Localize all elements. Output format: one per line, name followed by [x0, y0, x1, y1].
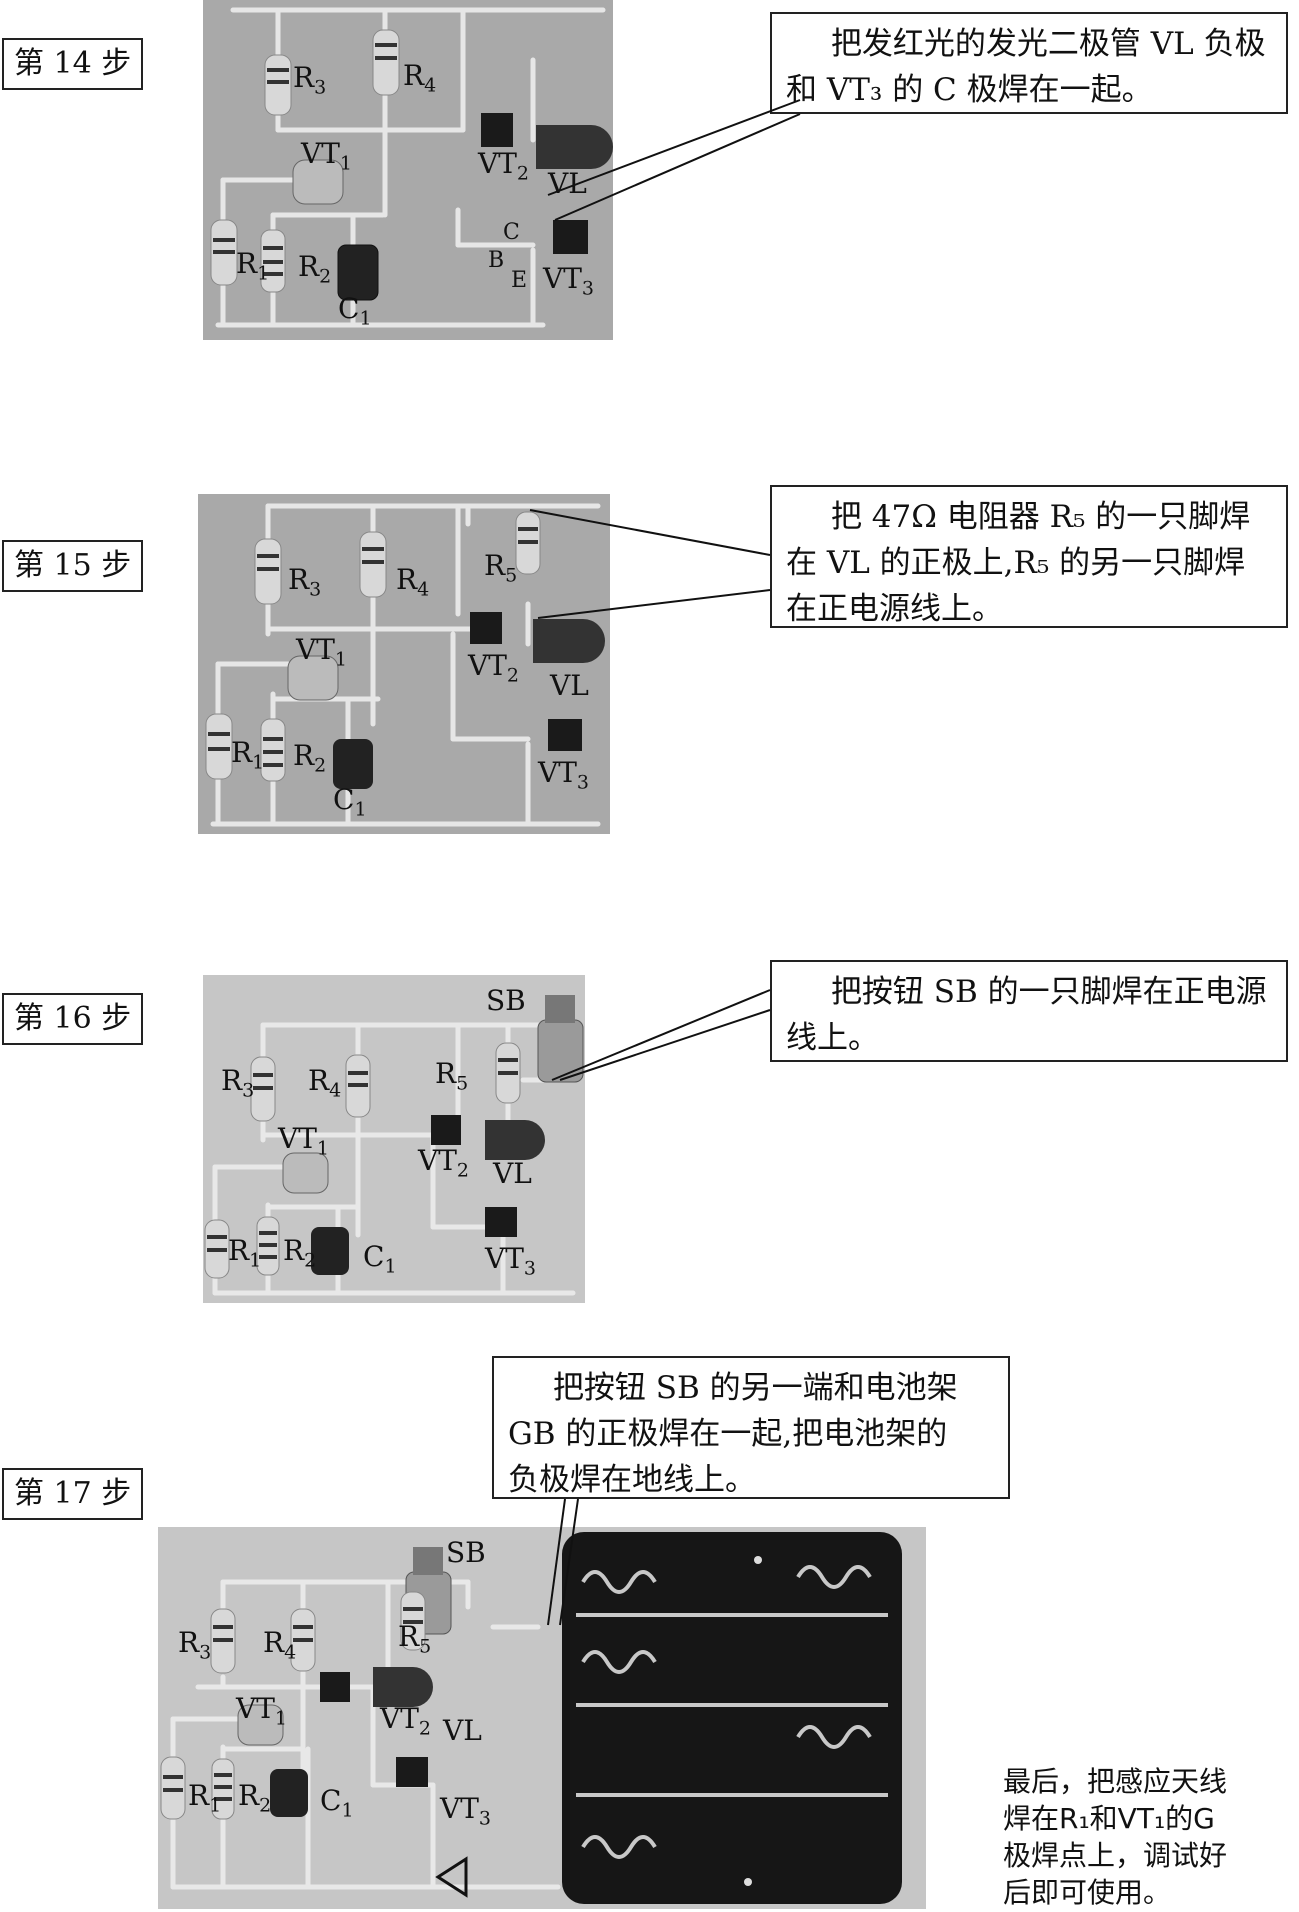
pin-e-label: E	[511, 268, 528, 293]
leader-line	[537, 589, 771, 619]
step-17-label: 第 17 步	[2, 1468, 144, 1520]
r2-label: R2	[298, 250, 332, 288]
step-14-photo: R3 R4 VT1 VT2 VL R1 R2 C1 C B E VT3	[203, 0, 613, 340]
r3-label: R3	[288, 563, 322, 601]
r3-label: R3	[293, 61, 327, 99]
callout-line: GB 的正极焊在一起,把电池架的	[508, 1415, 948, 1452]
r1-label: R1	[228, 1234, 262, 1272]
step-14-label: 第 14 步	[2, 38, 144, 90]
callout-line: 在正电源线上。	[786, 590, 1003, 627]
step-17-callout: 把按钮 SB 的另一端和电池架 GB 的正极焊在一起,把电池架的 负极焊在地线上…	[492, 1356, 1010, 1499]
final-note: 最后，把感应天线 焊在R₁和VT₁的G 极焊点上，调试好 后即可使用。	[1003, 1764, 1227, 1912]
pin-c-label: C	[503, 220, 520, 245]
callout-line: 在 VL 的正极上,R₅ 的另一只脚焊	[786, 544, 1246, 581]
pin-b-label: B	[488, 248, 505, 273]
vt1-label: VT1	[278, 1122, 329, 1160]
leader-line	[547, 99, 801, 196]
r5-label: R5	[435, 1057, 469, 1095]
callout-line: 线上。	[786, 1019, 879, 1056]
vt2-label: VT2	[418, 1144, 469, 1182]
r5-label: R5	[398, 1620, 432, 1658]
r1-label: R1	[188, 1779, 222, 1817]
step-16-label: 第 16 步	[2, 993, 144, 1045]
step-17-circuit-drawing	[160, 1532, 902, 1904]
vt3-label: VT3	[485, 1242, 536, 1280]
leader-line	[559, 1009, 771, 1081]
leader-line	[559, 1498, 579, 1626]
step-16-callout: 把按钮 SB 的一只脚焊在正电源 线上。	[770, 960, 1288, 1062]
c1-label: C1	[363, 1240, 397, 1278]
r4-label: R4	[308, 1064, 342, 1102]
callout-line: 和 VT₃ 的 C 极焊在一起。	[786, 71, 1153, 108]
vl-label: VL	[493, 1157, 532, 1190]
vt2-label: VT2	[478, 147, 529, 185]
final-note-line: 焊在R₁和VT₁的G	[1003, 1801, 1215, 1835]
callout-line: 把发红光的发光二极管 VL 负极	[830, 26, 1266, 62]
step-14-circuit-drawing	[210, 7, 613, 328]
r2-label: R2	[293, 739, 327, 777]
r2-label: R2	[283, 1234, 317, 1272]
c1-label: C1	[320, 1784, 354, 1822]
vt3-label: VT3	[538, 756, 589, 794]
leader-line	[554, 113, 801, 221]
r4-label: R4	[263, 1626, 297, 1664]
r1-label: R1	[236, 247, 270, 285]
r5-label: R5	[484, 549, 518, 587]
leader-line	[551, 989, 771, 1081]
leader-line	[547, 1498, 566, 1626]
final-note-line: 后即可使用。	[1003, 1875, 1172, 1909]
step-15-circuit-drawing	[205, 503, 605, 827]
vt1-label: VT1	[236, 1692, 287, 1730]
step-17-photo: SB R3 R4 R5 VT1 VT2 VL R1 R2 C1 VT3	[158, 1527, 926, 1909]
sb-label: SB	[486, 984, 526, 1017]
r3-label: R3	[178, 1626, 212, 1664]
final-note-line: 最后，把感应天线	[1003, 1765, 1228, 1798]
r3-label: R3	[221, 1064, 255, 1102]
step-15-label: 第 15 步	[2, 540, 144, 592]
r4-label: R4	[403, 59, 437, 97]
callout-line: 把按钮 SB 的一只脚焊在正电源	[830, 974, 1267, 1010]
step-15-photo: R3 R4 R5 VT1 VT2 VL R1 R2 C1 VT3	[198, 494, 610, 834]
callout-line: 把按钮 SB 的另一端和电池架	[552, 1370, 958, 1406]
final-note-line: 极焊点上，调试好	[1003, 1838, 1228, 1872]
vt1-label: VT1	[296, 633, 347, 671]
vt3-label: VT3	[543, 262, 594, 300]
leader-line	[529, 509, 771, 556]
sb-label: SB	[446, 1536, 486, 1569]
c1-label: C1	[338, 292, 372, 330]
step-16-photo: SB R3 R4 R5 VT1 VT2 VL R1 R2 C1 VT3	[203, 975, 585, 1303]
c1-label: C1	[333, 783, 367, 821]
callout-line: 把 47Ω 电阻器 R₅ 的一只脚焊	[830, 499, 1251, 535]
r4-label: R4	[396, 563, 430, 601]
r1-label: R1	[231, 736, 265, 774]
vt2-label: VT2	[468, 649, 519, 687]
vt3-label: VT3	[440, 1792, 491, 1830]
step-15-callout: 把 47Ω 电阻器 R₅ 的一只脚焊 在 VL 的正极上,R₅ 的另一只脚焊 在…	[770, 485, 1288, 628]
vt1-label: VT1	[301, 137, 352, 175]
callout-line: 负极焊在地线上。	[508, 1461, 756, 1498]
vt2-label: VT2	[380, 1702, 431, 1740]
vl-label: VL	[550, 669, 589, 702]
vl-label: VL	[443, 1714, 482, 1747]
step-16-circuit-drawing	[204, 995, 584, 1296]
step-14-callout: 把发红光的发光二极管 VL 负极 和 VT₃ 的 C 极焊在一起。	[770, 12, 1288, 114]
r2-label: R2	[238, 1779, 272, 1817]
